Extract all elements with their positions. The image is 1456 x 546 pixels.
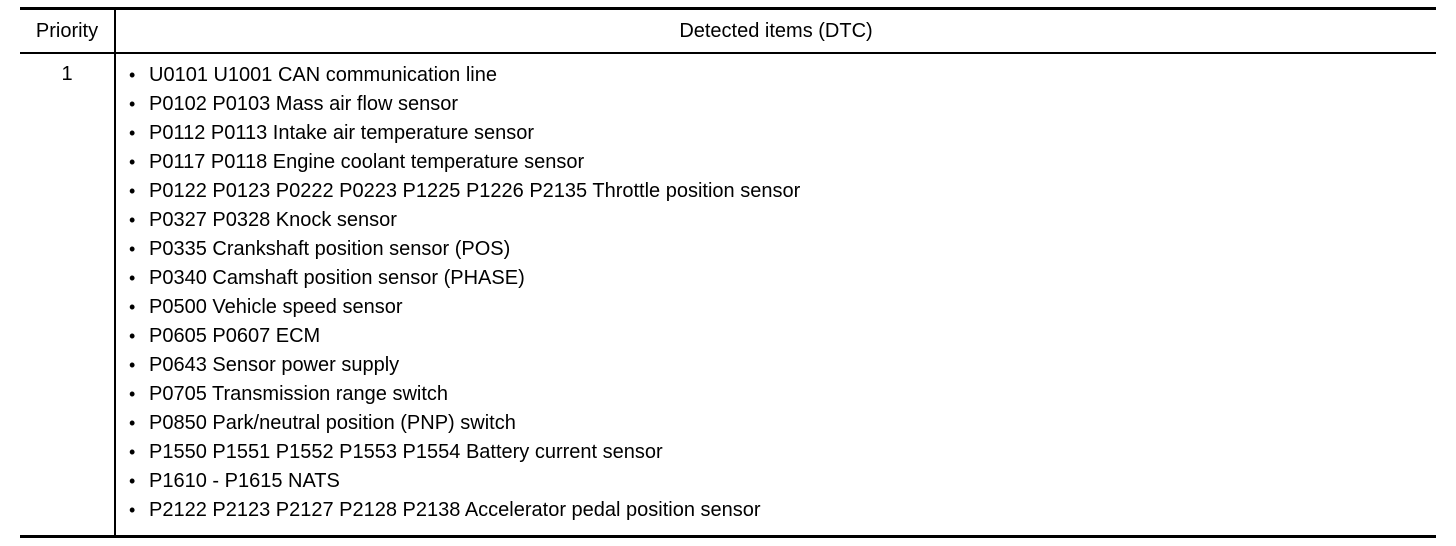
bullet-icon: • xyxy=(129,297,136,317)
list-item: • P1610 - P1615 NATS xyxy=(129,467,1436,496)
bullet-icon: • xyxy=(129,239,136,259)
header-row: Priority Detected items (DTC) xyxy=(20,7,1436,54)
list-item: • P0643 Sensor power supply xyxy=(129,351,1436,380)
bullet-icon: • xyxy=(129,471,136,491)
dtc-item-text: P0705 Transmission range switch xyxy=(149,383,449,405)
list-item: • P0102 P0103 Mass air flow sensor xyxy=(129,90,1436,119)
table-row: 1 • U0101 U1001 CAN communication line • P… xyxy=(20,53,1436,538)
dtc-item-text: P0605 P0607 ECM xyxy=(149,325,321,347)
bullet-icon: • xyxy=(129,65,136,85)
list-item: • P0340 Camshaft position sensor (PHASE) xyxy=(129,264,1436,293)
list-item: • P0122 P0123 P0222 P0223 P1225 P1226 P21… xyxy=(129,177,1436,206)
table-header: Priority Detected items (DTC) xyxy=(20,7,1436,54)
dtc-item-text: P1550 P1551 P1552 P1553 P1554 Battery cu… xyxy=(149,441,663,463)
dtc-item-text: P0117 P0118 Engine coolant temperature s… xyxy=(149,151,585,173)
bullet-icon: • xyxy=(129,123,136,143)
list-item: • P0327 P0328 Knock sensor xyxy=(129,206,1436,235)
list-item: • P0500 Vehicle speed sensor xyxy=(129,293,1436,322)
bullet-icon: • xyxy=(129,500,136,520)
bullet-icon: • xyxy=(129,442,136,462)
priority-column-header: Priority xyxy=(20,7,116,54)
detected-items-column-header: Detected items (DTC) xyxy=(115,7,1436,54)
priority-cell: 1 xyxy=(20,53,116,538)
bullet-icon: • xyxy=(129,268,136,288)
list-item: • P0705 Transmission range switch xyxy=(129,380,1436,409)
bullet-icon: • xyxy=(129,210,136,230)
dtc-priority-table: Priority Detected items (DTC) 1 • U0101 U… xyxy=(20,7,1436,538)
dtc-item-text: P0500 Vehicle speed sensor xyxy=(149,296,403,318)
detected-items-cell: • U0101 U1001 CAN communication line • P01… xyxy=(115,53,1436,538)
bullet-icon: • xyxy=(129,181,136,201)
table-body: 1 • U0101 U1001 CAN communication line • P… xyxy=(20,53,1436,538)
dtc-item-text: P0102 P0103 Mass air flow sensor xyxy=(149,93,459,115)
bullet-icon: • xyxy=(129,355,136,375)
dtc-item-text: P0335 Crankshaft position sensor (POS) xyxy=(149,238,511,260)
list-item: • P2122 P2123 P2127 P2128 P2138 Accelerat… xyxy=(129,496,1436,525)
bullet-icon: • xyxy=(129,384,136,404)
dtc-item-text: P0122 P0123 P0222 P0223 P1225 P1226 P213… xyxy=(149,180,801,202)
dtc-item-text: P0340 Camshaft position sensor (PHASE) xyxy=(149,267,525,289)
bullet-icon: • xyxy=(129,94,136,114)
list-item: • U0101 U1001 CAN communication line xyxy=(129,61,1436,90)
list-item: • P0335 Crankshaft position sensor (POS) xyxy=(129,235,1436,264)
dtc-item-text: U0101 U1001 CAN communication line xyxy=(149,64,497,86)
list-item: • P0850 Park/neutral position (PNP) switc… xyxy=(129,409,1436,438)
bullet-icon: • xyxy=(129,326,136,346)
list-item: • P0112 P0113 Intake air temperature sens… xyxy=(129,119,1436,148)
list-item: • P0117 P0118 Engine coolant temperature … xyxy=(129,148,1436,177)
dtc-item-text: P0850 Park/neutral position (PNP) switch xyxy=(149,412,516,434)
dtc-item-text: P0112 P0113 Intake air temperature senso… xyxy=(149,122,535,144)
bullet-icon: • xyxy=(129,413,136,433)
dtc-item-text: P2122 P2123 P2127 P2128 P2138 Accelerato… xyxy=(149,499,761,521)
dtc-item-text: P0643 Sensor power supply xyxy=(149,354,400,376)
dtc-item-text: P0327 P0328 Knock sensor xyxy=(149,209,397,231)
dtc-item-text: P1610 - P1615 NATS xyxy=(149,470,340,492)
list-item: • P1550 P1551 P1552 P1553 P1554 Battery c… xyxy=(129,438,1436,467)
bullet-icon: • xyxy=(129,152,136,172)
list-item: • P0605 P0607 ECM xyxy=(129,322,1436,351)
dtc-list: • U0101 U1001 CAN communication line • P01… xyxy=(116,61,1436,525)
